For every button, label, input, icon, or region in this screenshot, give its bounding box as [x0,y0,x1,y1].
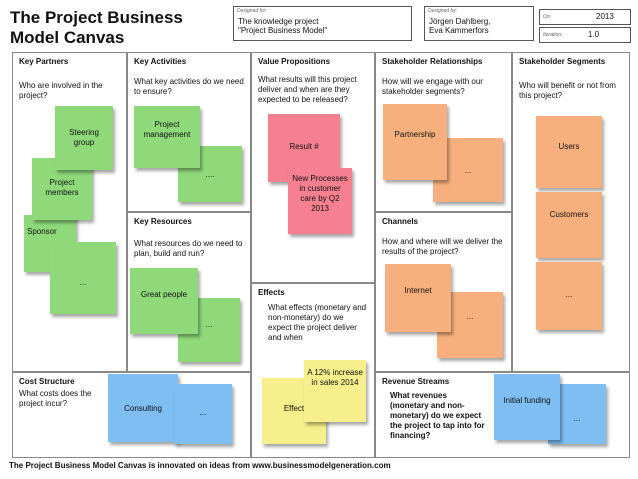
designed-for-label: Designed for: [237,8,267,14]
stakeholder-relationships-question: How will we engage with our stakeholder … [382,77,483,96]
note-text: ... [565,290,573,299]
note-text: ... [205,320,213,329]
sticky-note-partners-more: ... [50,242,116,314]
sticky-note-consulting: Consulting [108,374,178,442]
note-text: Initial funding [503,396,551,405]
date-box: On: 2013 [539,9,631,25]
sticky-note-users: Users [536,116,602,188]
stakeholder-segments-question: Who will benefit or not from this projec… [519,81,616,100]
designed-by-box: Designed by: Jörgen Dahlberg, Eva Kammer… [424,6,534,41]
key-resources-question: What resources do we need to plan, build… [134,239,243,258]
value-propositions-question: What results will this project deliver a… [258,75,357,104]
note-text: ... [466,312,474,321]
note-text: Project management [143,120,191,139]
channels-title: Channels [382,217,419,226]
date-value: 2013 [596,12,614,21]
note-text: Result # [289,142,319,151]
note-text: ... [464,166,472,175]
date-label: On: [543,14,552,20]
effects-question: What effects (monetary and non-monetary)… [268,303,367,342]
designed-by-value: Jörgen Dahlberg, Eva Kammerfors [429,17,491,35]
cost-structure-title: Cost Structure [19,377,75,386]
note-text: Effect [283,404,305,413]
note-text: Customers [549,210,589,219]
footer-credit: The Project Business Model Canvas is inn… [9,461,391,470]
note-text: Consulting [124,404,162,413]
key-partners-title: Key Partners [19,57,69,66]
note-text: ... [199,408,207,417]
note-text: New Processes in customer care by Q2 201… [292,174,348,213]
note-text: Users [558,142,580,151]
sticky-note-initial-funding: Initial funding [494,374,560,440]
sticky-note-steering-group: Steering group [55,106,113,170]
note-text: ... [573,414,581,423]
note-text: A 12% increase in sales 2014 [307,368,363,387]
key-activities-question: What key activities do we need to ensure… [134,77,244,96]
note-text: ... [79,278,87,287]
sticky-note-new-processes: New Processes in customer care by Q2 201… [288,168,352,234]
key-partners-panel: Key Partners Who are involved in the pro… [12,52,127,372]
key-partners-question: Who are involved in the project? [19,81,103,100]
note-text: Great people [140,290,188,299]
sticky-note-cost-more: ... [174,384,232,444]
sticky-note-great-people: Great people [130,268,198,334]
sticky-note-customers: Customers [536,192,602,258]
sticky-note-project-management: Project management [134,106,200,168]
sticky-note-partnership: Partnership [383,104,447,180]
stakeholder-relationships-title: Stakeholder Relationships [382,57,483,66]
stakeholder-segments-title: Stakeholder Segments [519,57,606,66]
note-text: Steering group [69,128,99,147]
value-propositions-title: Value Propositions [258,57,331,66]
key-resources-title: Key Resources [134,217,192,226]
canvas-title: The Project Business Model Canvas [10,8,183,47]
note-text: Project members [45,178,79,197]
designed-by-label: Designed by: [428,8,458,14]
note-text: Partnership [394,130,436,139]
cost-structure-question: What costs does the project incur? [19,389,92,408]
sticky-note-increase: A 12% increase in sales 2014 [304,360,366,422]
revenue-streams-question: What revenues (monetary and non-monetary… [390,391,485,440]
key-activities-title: Key Activities [134,57,187,66]
iteration-box: Iteration: 1.0 [539,27,631,43]
iteration-value: 1.0 [588,30,600,39]
note-text: Internet [404,286,432,295]
channels-question: How and where will we deliver the result… [382,237,503,256]
sticky-note-activities-more: .... [178,146,242,202]
iteration-label: Iteration: [543,32,563,38]
designed-for-box: Designed for: The knowledge project "Pro… [233,6,412,41]
designed-for-value: The knowledge project "Project Business … [238,17,328,35]
revenue-streams-title: Revenue Streams [382,377,450,386]
sticky-note-segments-more: ... [536,262,602,330]
note-text: Sponsor [27,227,57,236]
effects-title: Effects [258,288,285,297]
note-text: .... [205,170,215,179]
sticky-note-internet: Internet [385,264,451,332]
